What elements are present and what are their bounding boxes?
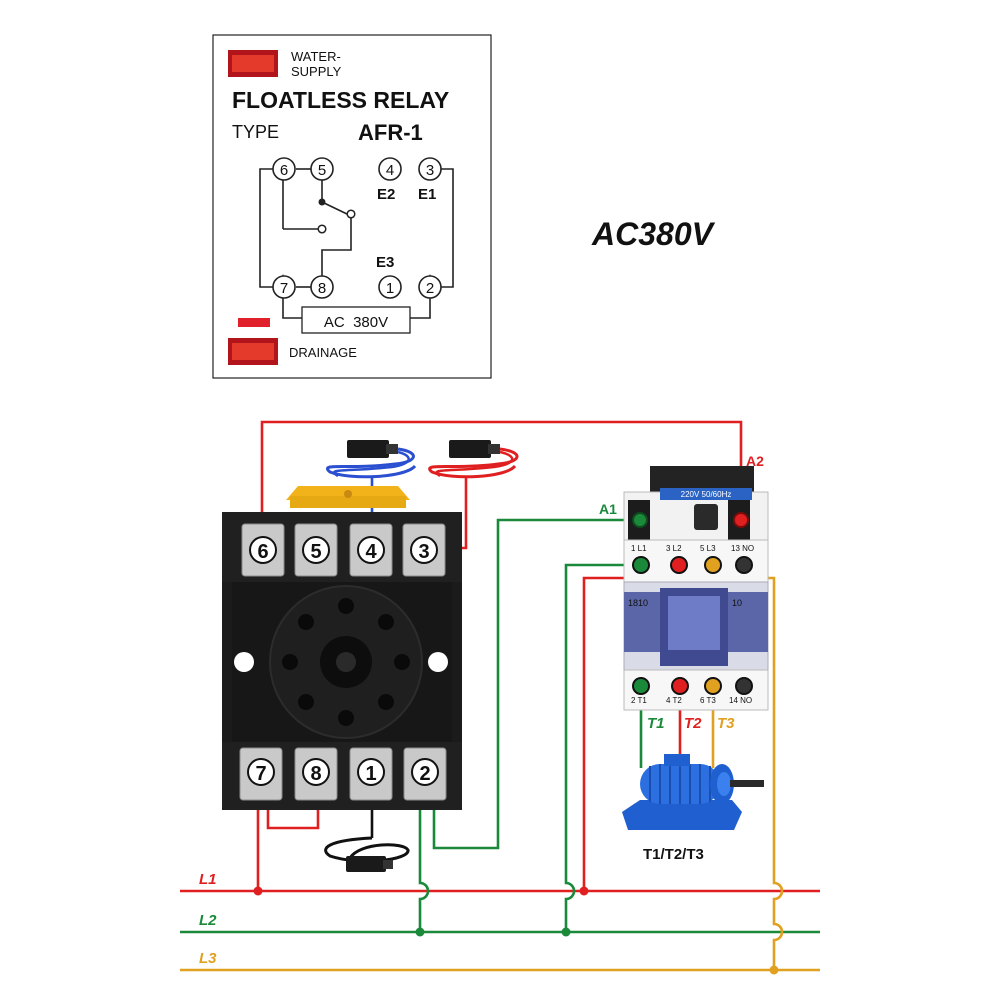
svg-text:1: 1 (365, 763, 376, 785)
relay-terminal-7: 7 (239, 747, 283, 801)
output-label-t1: T1 (647, 715, 665, 732)
contactor-nameplate: 220V 50/60Hz (681, 490, 732, 499)
motor-icon (622, 754, 764, 830)
contactor-pin-bottom-4: 14 NO (729, 696, 752, 705)
svg-text:1: 1 (386, 280, 394, 297)
probe-e3-black (324, 790, 410, 872)
panel-heading: FLOATLESS RELAY (232, 87, 449, 113)
supply-box (301, 306, 411, 334)
output-label-t2: T2 (684, 715, 702, 732)
relay-terminal-6: 6 (241, 523, 285, 577)
voltage-title: AC380V (591, 216, 716, 252)
coil-terminal-a1 (632, 512, 648, 528)
contactor-pin-top-1: 1 L1 (631, 544, 647, 553)
electrode-e2-label: E2 (377, 186, 395, 203)
svg-text:4: 4 (386, 162, 394, 179)
water-supply-label-line1: WATER- (291, 49, 341, 64)
relay-terminal-3: 3 (402, 523, 446, 577)
electrode-e3-label: E3 (376, 254, 394, 271)
svg-text:4: 4 (365, 541, 377, 563)
bus-label-l1: L1 (199, 871, 217, 888)
contactor-model-right: 10 (732, 598, 742, 608)
junction-dots (253, 886, 779, 975)
electrode-e1-label: E1 (418, 186, 436, 203)
schematic-terminal-6: 6 (272, 157, 296, 181)
bus-label-l3: L3 (199, 950, 217, 967)
svg-text:5: 5 (318, 162, 326, 179)
supply-box-label: AC 380V (324, 314, 388, 331)
water-supply-label-line2: SUPPLY (291, 64, 342, 79)
coil-label-a1: A1 (599, 501, 617, 517)
relay-terminal-8: 8 (294, 747, 338, 801)
contactor-pin-top-4: 13 NO (731, 544, 754, 553)
contactor-pin-bottom-3: 6 T3 (700, 696, 716, 705)
contactor: 220V 50/60Hz 1 L1 3 L2 5 L3 13 NO 1810 1… (623, 466, 769, 711)
contactor-pin-bottom-2: 4 T2 (666, 696, 682, 705)
motor-label: T1/T2/T3 (643, 846, 704, 863)
svg-text:3: 3 (418, 541, 429, 563)
schematic-terminal-2: 2 (418, 275, 442, 299)
contactor-pin-top-2: 3 L2 (666, 544, 682, 553)
svg-text:8: 8 (318, 280, 326, 297)
drainage-label: DRAINAGE (289, 345, 357, 360)
schematic-terminal-5: 5 (310, 157, 334, 181)
relay-label-panel: WATER- SUPPLY FLOATLESS RELAY TYPE AFR-1… (212, 34, 492, 379)
svg-text:6: 6 (280, 162, 288, 179)
coil-label-a2: A2 (746, 453, 764, 469)
output-label-t3: T3 (717, 715, 735, 732)
probe-e1-red (428, 440, 519, 550)
relay-terminal-1: 1 (349, 747, 393, 801)
contactor-pin-bottom-1: 2 T1 (631, 696, 647, 705)
relay-terminal-5: 5 (294, 523, 338, 577)
schematic-terminal-4: 4 (378, 157, 402, 181)
schematic-terminal-1: 1 (378, 275, 402, 299)
schematic-terminal-3: 3 (418, 157, 442, 181)
svg-text:7: 7 (280, 280, 288, 297)
schematic-terminal-7: 7 (272, 275, 296, 299)
svg-text:8: 8 (310, 763, 321, 785)
relay-terminal-2: 2 (403, 747, 447, 801)
contactor-model-left: 1810 (628, 598, 648, 608)
svg-text:3: 3 (426, 162, 434, 179)
contactor-pin-top-3: 5 L3 (700, 544, 716, 553)
svg-text:7: 7 (255, 763, 266, 785)
relay-terminal-4: 4 (349, 523, 393, 577)
bus-label-l2: L2 (199, 912, 217, 929)
svg-text:6: 6 (257, 541, 268, 563)
schematic-terminal-8: 8 (310, 275, 334, 299)
model-label: AFR-1 (358, 120, 423, 145)
svg-text:2: 2 (426, 280, 434, 297)
svg-text:2: 2 (419, 763, 430, 785)
type-label: TYPE (232, 122, 279, 142)
indicator-dash-icon (238, 318, 270, 327)
coil-terminal-a2 (733, 512, 749, 528)
svg-text:5: 5 (310, 541, 321, 563)
